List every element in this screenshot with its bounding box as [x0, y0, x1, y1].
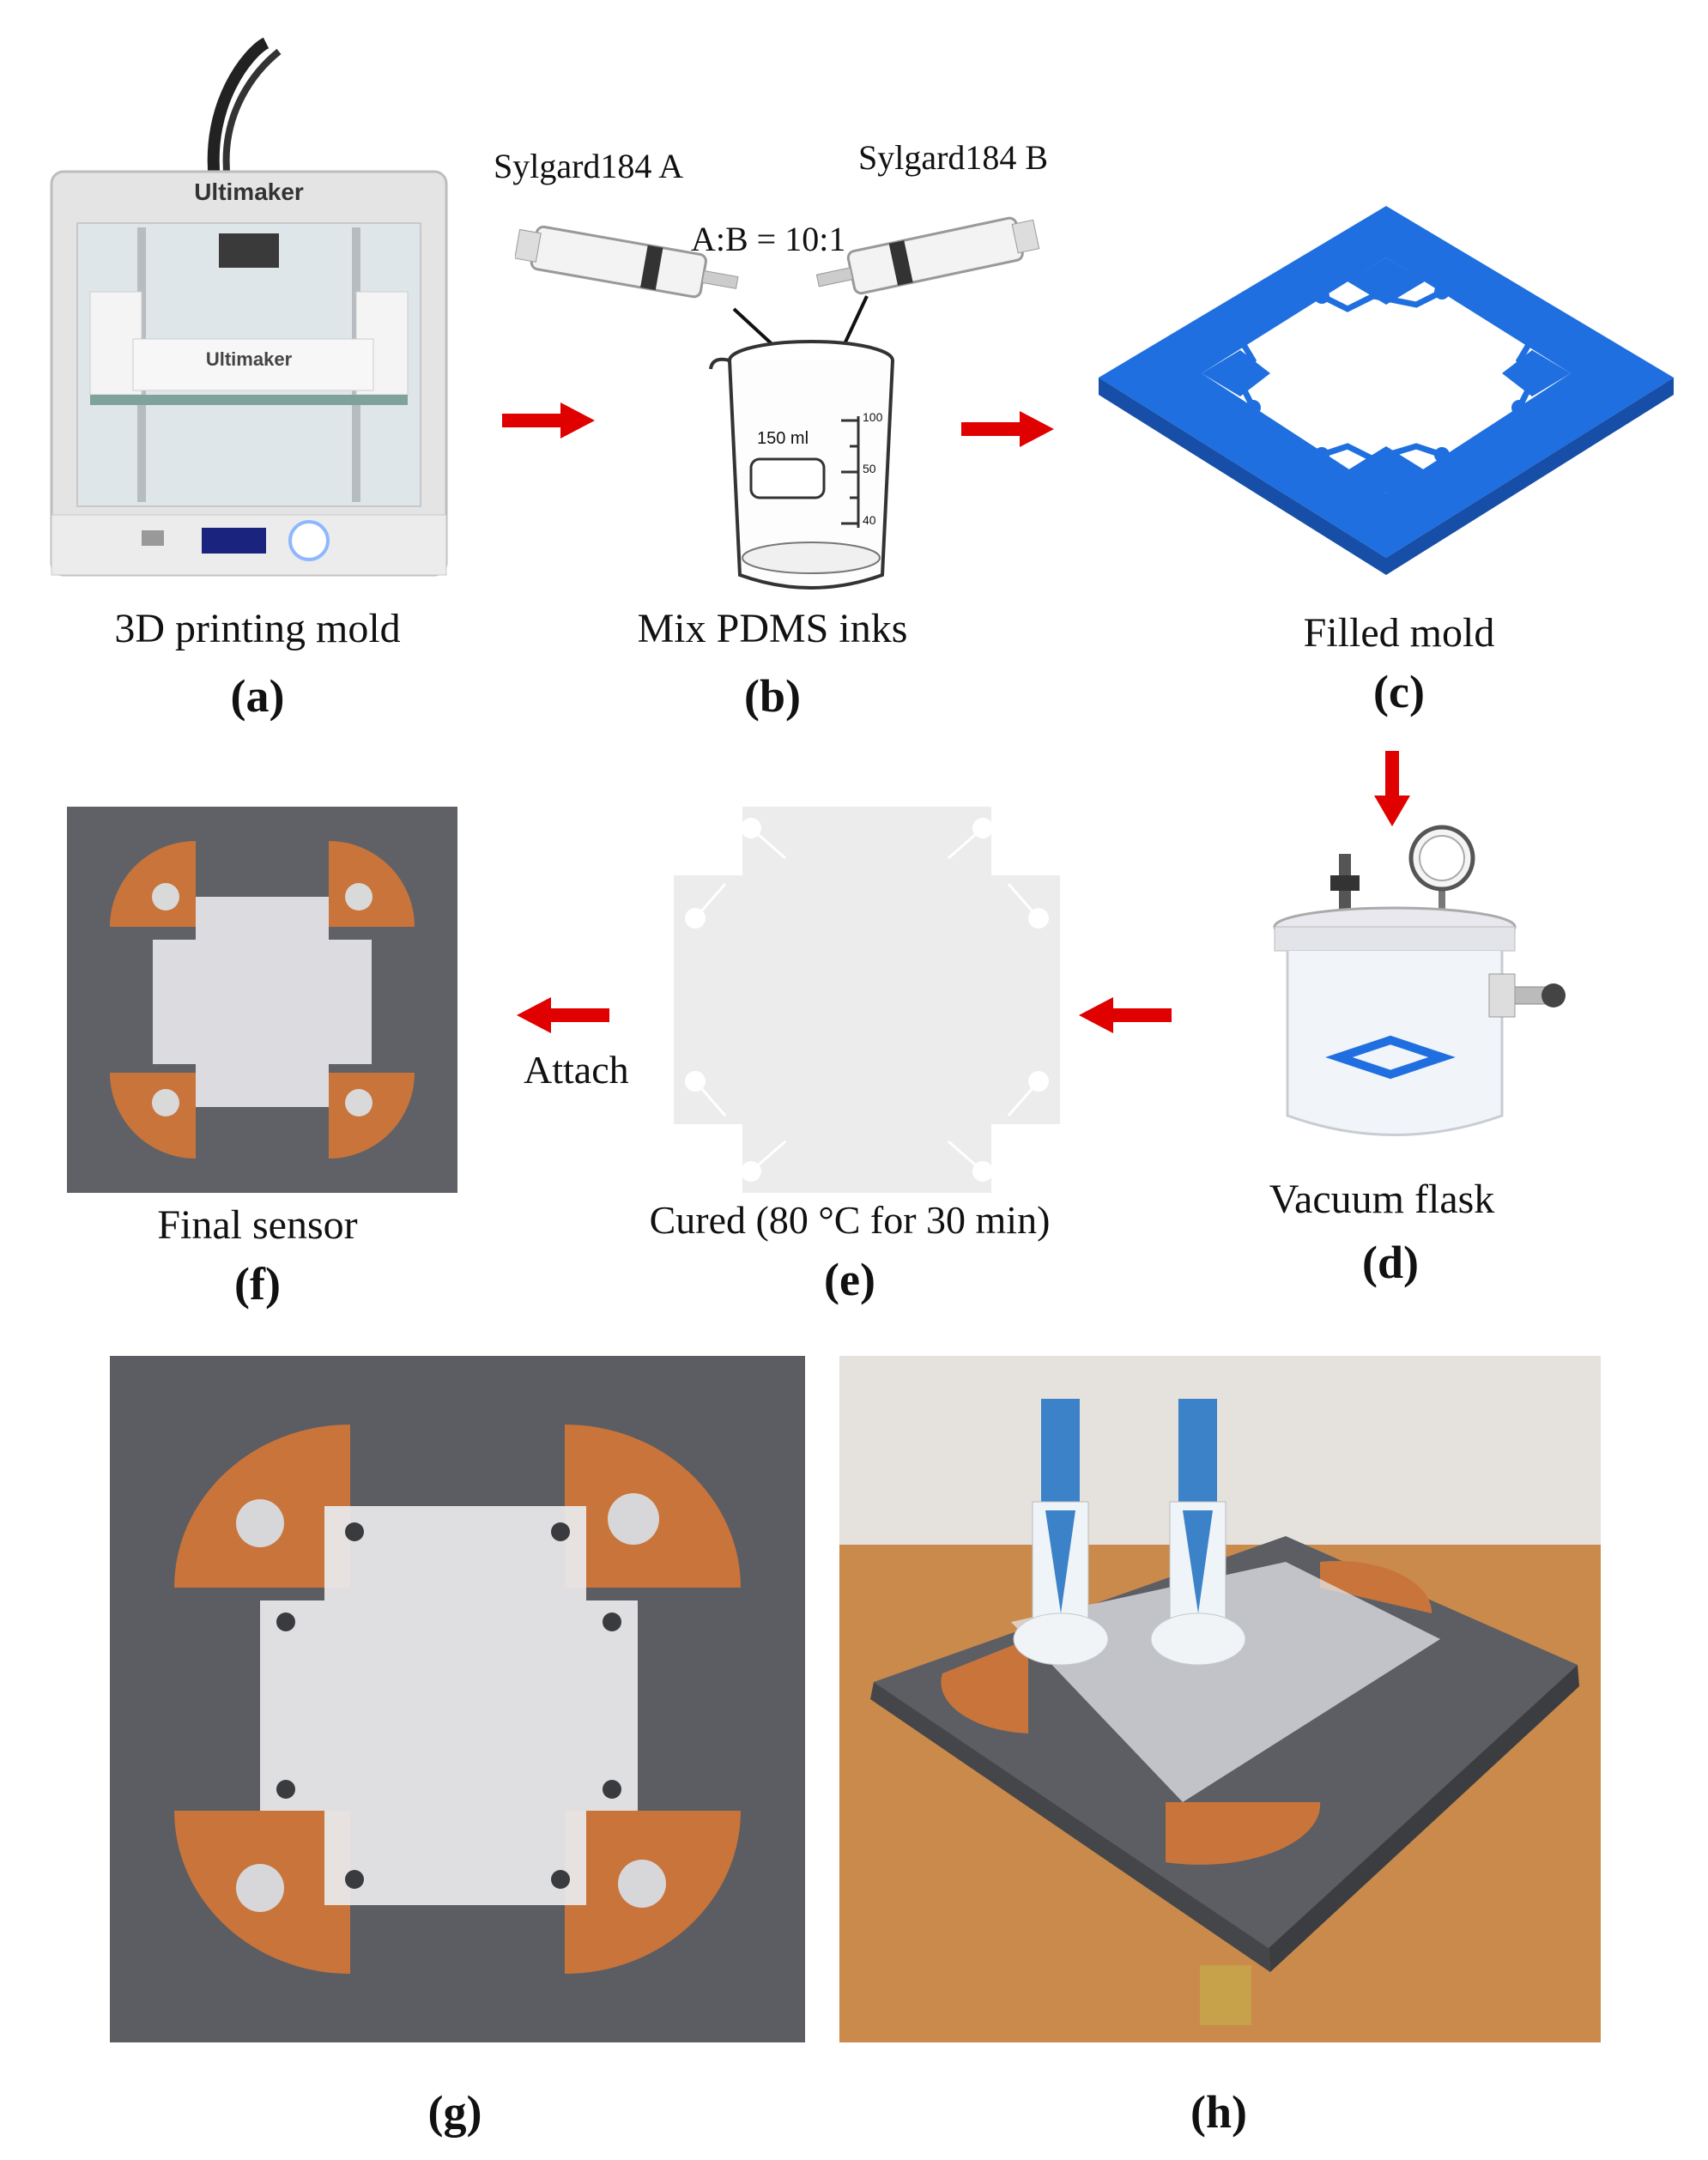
printer-brand-top: Ultimaker	[194, 178, 304, 205]
arrow-c-to-d	[1374, 751, 1410, 826]
beaker-mark-100: 100	[863, 410, 883, 424]
label-d: (d)	[1362, 1237, 1419, 1288]
label-b: (b)	[744, 670, 801, 722]
caption-c: Filled mold	[1303, 610, 1495, 656]
syringe-b-icon	[815, 216, 1040, 295]
printer-cable	[207, 37, 270, 181]
filled-mold-illustration	[1099, 206, 1674, 575]
printer-brand-plate: Ultimaker	[205, 348, 293, 370]
label-f: (f)	[234, 1258, 281, 1310]
caption-e: Cured (80 °C for 30 min)	[649, 1198, 1051, 1242]
ratio-label: A:B = 10:1	[691, 220, 846, 258]
sensor-perspective-photo	[839, 1356, 1601, 2042]
arrow-e-to-f	[517, 997, 609, 1033]
syringe-b-label: Sylgard184 B	[858, 138, 1049, 177]
panel-a: Ultimaker Ultimaker	[34, 34, 481, 601]
arrow-b-to-c	[961, 411, 1054, 447]
label-a: (a)	[230, 670, 285, 722]
cured-pdms-illustration	[674, 807, 1060, 1193]
beaker-mark-40: 40	[863, 513, 876, 527]
caption-b: Mix PDMS inks	[637, 606, 908, 651]
sensor-top-photo	[110, 1356, 805, 2042]
caption-a: 3D printing mold	[114, 606, 401, 651]
beaker-label: 150 ml	[757, 429, 809, 448]
syringe-a-icon	[515, 225, 739, 299]
attach-label: Attach	[524, 1048, 629, 1092]
printer-illustration	[50, 37, 448, 577]
label-e: (e)	[824, 1254, 875, 1305]
label-g: (g)	[427, 2086, 482, 2138]
mixing-illustration	[515, 216, 1040, 590]
beaker-icon	[709, 340, 894, 590]
beaker-mark-50: 50	[863, 462, 876, 475]
caption-f: Final sensor	[157, 1202, 358, 1248]
arrow-d-to-e	[1079, 997, 1172, 1033]
syringe-a-label: Sylgard184 A	[494, 147, 684, 185]
label-c: (c)	[1373, 666, 1425, 717]
caption-d: Vacuum flask	[1269, 1177, 1495, 1222]
label-h: (h)	[1190, 2086, 1247, 2138]
arrow-a-to-b	[502, 402, 595, 439]
vacuum-flask-illustration	[1273, 825, 1566, 1136]
final-sensor-photo	[67, 807, 457, 1193]
